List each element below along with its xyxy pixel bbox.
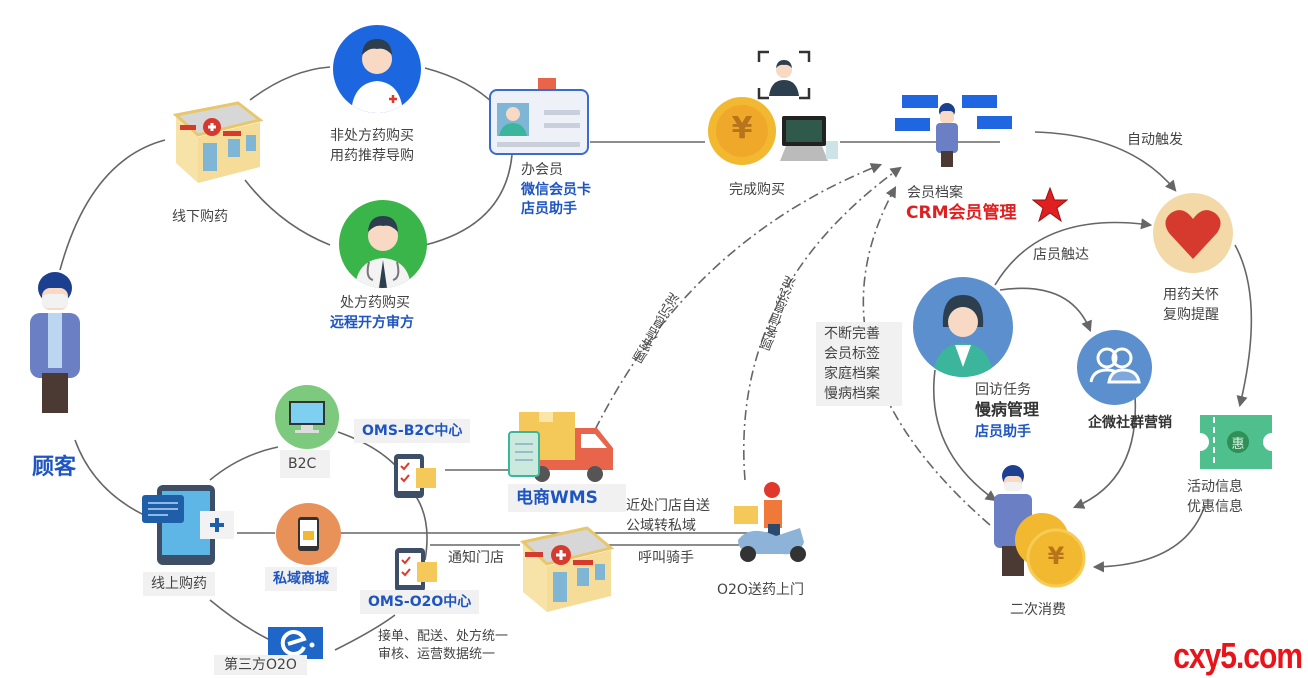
coupon-icon: 惠 bbox=[1196, 413, 1276, 471]
line-store-rx bbox=[244, 179, 331, 246]
staff-label-3: 店员助手 bbox=[975, 424, 1031, 440]
arrow-staff-repurchase bbox=[933, 369, 997, 502]
third-party-o2o-label: 第三方O2O bbox=[214, 655, 307, 675]
otc-label-1: 非处方药购买 bbox=[330, 128, 414, 144]
wecom-label: 企微社群营销 bbox=[1088, 415, 1172, 431]
purchase-complete-label: 完成购买 bbox=[729, 182, 785, 198]
b2c-computer-icon bbox=[275, 385, 339, 449]
care-label-2: 复购提醒 bbox=[1163, 307, 1219, 323]
pos-terminal-icon bbox=[778, 113, 840, 168]
oms-o2o-label: OMS-O2O中心 bbox=[360, 590, 480, 614]
pharmacy-store-icon bbox=[168, 95, 264, 185]
arrow-staff-wecom bbox=[999, 287, 1092, 333]
crm-label-1: 会员档案 bbox=[907, 185, 963, 201]
arrow-care-coupon bbox=[1234, 244, 1253, 408]
star-icon bbox=[1031, 186, 1069, 223]
oms-note-2: 审核、运营数据统一 bbox=[378, 647, 496, 662]
coupon-label-1: 活动信息 bbox=[1187, 479, 1243, 495]
line-store-otc bbox=[249, 66, 331, 101]
private-mall-icon bbox=[276, 503, 341, 565]
membership-label-3: 店员助手 bbox=[521, 201, 577, 217]
line-rx-card bbox=[424, 154, 513, 246]
line-otc-card bbox=[424, 67, 496, 106]
oms-b2c-label: OMS-B2C中心 bbox=[354, 419, 471, 443]
wms-truck-icon bbox=[507, 410, 617, 485]
staff-reach-label: 店员触达 bbox=[1033, 247, 1089, 263]
membership-card-icon bbox=[488, 78, 590, 156]
membership-label-1: 办会员 bbox=[521, 162, 563, 178]
person-icon bbox=[30, 272, 80, 413]
auto-trigger-label: 自动触发 bbox=[1127, 132, 1183, 148]
face-scan-icon bbox=[757, 50, 811, 100]
line-3rd-oms bbox=[334, 614, 396, 651]
notify-store-label: 通知门店 bbox=[448, 550, 504, 566]
customer-figure bbox=[20, 268, 90, 413]
line-customer-offline bbox=[59, 139, 166, 271]
online-phone-icon bbox=[140, 483, 237, 568]
line-oms-vertical bbox=[414, 494, 428, 561]
online-purchase-label: 线上购药 bbox=[143, 572, 215, 596]
otc-label-2: 用药推荐导购 bbox=[330, 148, 414, 164]
staff-label-1: 回访任务 bbox=[975, 382, 1031, 398]
repurchase-customer-figure: ¥ bbox=[990, 458, 1090, 588]
b2c-label: B2C bbox=[280, 450, 331, 478]
care-label-1: 用药关怀 bbox=[1163, 287, 1219, 303]
line-phone-b2c bbox=[209, 446, 279, 481]
store-delivery-label-2: 公域转私域 bbox=[626, 518, 696, 534]
rx-label-2: 远程开方审方 bbox=[330, 315, 414, 331]
membership-label-2: 微信会员卡 bbox=[521, 182, 591, 198]
care-heart-icon bbox=[1153, 193, 1233, 273]
wecom-group-icon bbox=[1077, 330, 1152, 405]
store-delivery-label-1: 近处门店自送 bbox=[626, 498, 710, 514]
rx-doctor-icon bbox=[339, 200, 427, 288]
oms-note-1: 接单、配送、处方统一 bbox=[378, 629, 509, 644]
private-mall-label: 私域商城 bbox=[265, 567, 337, 591]
profile-box: 不断完善 会员标签 家庭档案 慢病档案 bbox=[816, 322, 902, 406]
wms-label: 电商WMS bbox=[508, 484, 626, 512]
otc-pharmacist-icon bbox=[333, 25, 421, 113]
third-party-o2o-icon bbox=[268, 627, 323, 659]
customer-label: 顾客 bbox=[32, 455, 77, 480]
arrow-staff-reach bbox=[994, 218, 1153, 286]
coin-icon: ¥ bbox=[708, 97, 776, 165]
oms-b2c-icon bbox=[392, 452, 440, 500]
staff-assistant-icon bbox=[913, 277, 1013, 377]
delivery-rider-icon bbox=[730, 480, 815, 565]
crm-label-2: CRM会员管理 bbox=[906, 203, 1017, 223]
staff-label-2: 慢病管理 bbox=[975, 400, 1040, 419]
watermark: cxy5.com bbox=[1173, 636, 1303, 677]
arrow-auto-trigger bbox=[1034, 131, 1177, 192]
o2o-delivery-label: O2O送药上门 bbox=[717, 582, 804, 598]
line-phone-3rd bbox=[209, 599, 271, 641]
dashed-wms-crm bbox=[594, 163, 883, 431]
crm-member-figure bbox=[895, 93, 1020, 168]
call-rider-label: 呼叫骑手 bbox=[638, 550, 694, 566]
arrow-wecom-repurchase bbox=[1072, 394, 1137, 509]
repurchase-label: 二次消费 bbox=[1010, 602, 1066, 618]
coupon-label-2: 优惠信息 bbox=[1187, 499, 1243, 515]
oms-o2o-icon bbox=[393, 546, 441, 594]
o2o-pharmacy-store-icon bbox=[515, 520, 615, 615]
dashed-rider-crm bbox=[743, 166, 902, 481]
offline-purchase-label: 线下购药 bbox=[172, 209, 228, 225]
line-b2c-oms bbox=[337, 431, 396, 466]
rx-label-1: 处方药购买 bbox=[340, 295, 410, 311]
arrow-coupon-repurchase bbox=[1092, 504, 1206, 573]
